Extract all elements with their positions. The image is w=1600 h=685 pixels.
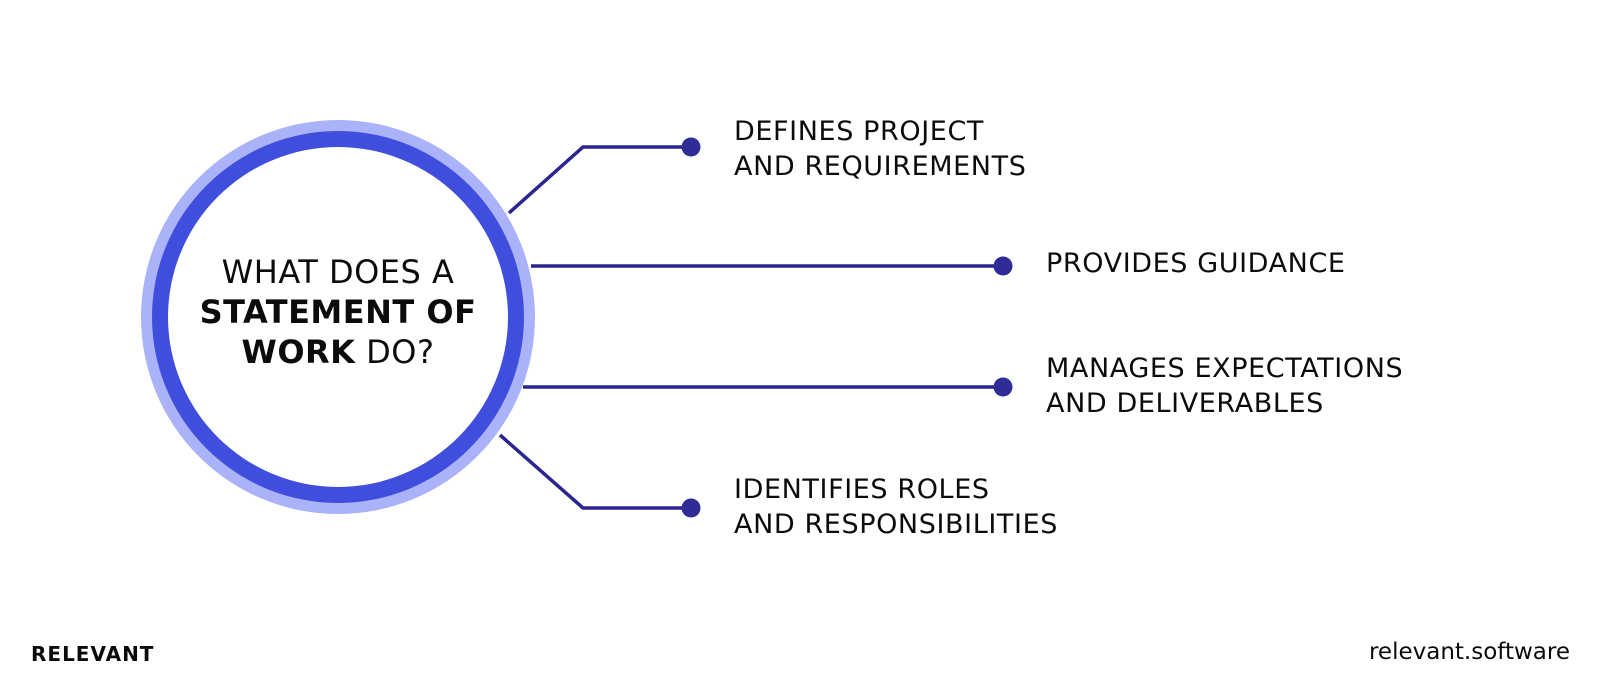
branch-label-line: AND DELIVERABLES — [1046, 388, 1324, 419]
connector-dot-identifies-roles — [681, 498, 701, 518]
branch-label-provides-guidance: PROVIDES GUIDANCE — [1046, 246, 1346, 281]
branch-label-line: DEFINES PROJECT — [734, 116, 984, 147]
center-question-line-1: WHAT DOES A — [221, 253, 455, 291]
center-question-bold-word: WORK — [241, 333, 356, 371]
branch-label-defines-project: DEFINES PROJECT AND REQUIREMENTS — [734, 114, 1026, 184]
site-url: relevant.software — [1368, 639, 1570, 665]
branch-label-line: AND RESPONSIBILITIES — [734, 509, 1058, 540]
branch-label-line: AND REQUIREMENTS — [734, 151, 1027, 182]
brand-logo: RELEVANT — [31, 642, 155, 666]
branch-label-manages-expectations: MANAGES EXPECTATIONS AND DELIVERABLES — [1046, 351, 1403, 421]
center-circle-face — [168, 147, 508, 487]
connector-defines-project — [507, 145, 691, 215]
center-question: WHAT DOES A STATEMENT OF WORK DO? — [168, 252, 508, 372]
center-question-line-3: WORK DO? — [168, 332, 508, 372]
branch-label-line: IDENTIFIES ROLES — [734, 474, 990, 505]
connector-identifies-roles — [498, 433, 691, 510]
branch-label-identifies-roles: IDENTIFIES ROLES AND RESPONSIBILITIES — [734, 472, 1058, 542]
connector-dot-defines-project — [681, 137, 701, 157]
connector-dot-manages-expectations — [993, 377, 1013, 397]
center-question-rest: DO? — [355, 333, 435, 371]
center-question-line-2: STATEMENT OF — [199, 293, 477, 331]
connector-dot-provides-guidance — [993, 256, 1013, 276]
branch-label-line: MANAGES EXPECTATIONS — [1046, 353, 1404, 384]
branch-label-line: PROVIDES GUIDANCE — [1046, 248, 1346, 279]
